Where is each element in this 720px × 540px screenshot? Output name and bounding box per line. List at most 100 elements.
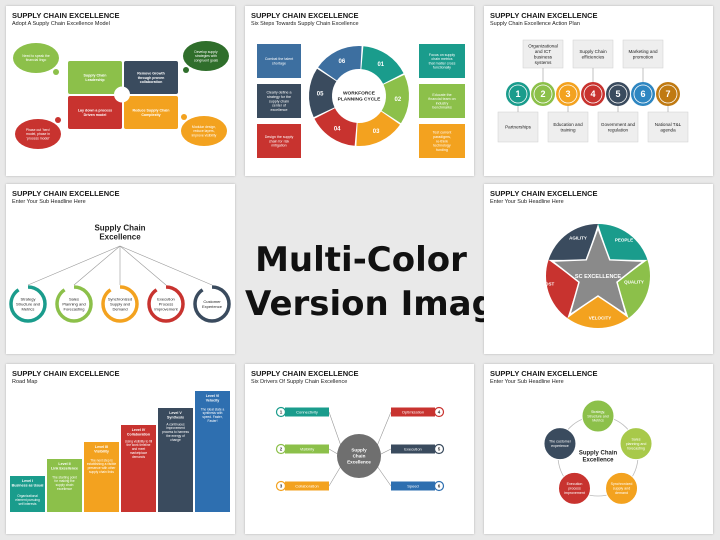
- left-step-box: [257, 124, 301, 158]
- thought-bubble: [13, 43, 59, 73]
- driver-number: 6: [438, 484, 441, 489]
- quadrant-box: [124, 61, 178, 94]
- thought-bubble-dot: [53, 69, 59, 75]
- action-bottom-box: [497, 111, 539, 143]
- slide-title: SUPPLY CHAIN EXCELLENCE: [12, 369, 120, 378]
- number-ring: [633, 84, 653, 104]
- driver-bar: [285, 444, 329, 454]
- slide-title: SUPPLY CHAIN EXCELLENCE: [251, 369, 359, 378]
- pentagon-segment: [598, 224, 648, 260]
- slide-subtitle: Enter Your Sub Headline Here: [490, 379, 564, 385]
- cycle-center: [334, 71, 384, 121]
- action-bottom-label: Partnerships: [505, 125, 531, 130]
- number-label: 1: [515, 89, 520, 99]
- cycle-segment: [309, 68, 337, 118]
- slide-thumbnail-six-drivers[interactable]: SUPPLY CHAIN EXCELLENCE Six Drivers Of S…: [245, 364, 474, 534]
- driver-badge: [433, 480, 445, 492]
- item-ring: [147, 285, 185, 323]
- cycle-segment: [356, 111, 400, 146]
- slide-subtitle: Enter Your Sub Headline Here: [490, 199, 564, 205]
- center-star: [550, 225, 646, 317]
- driver-bar: [285, 407, 329, 417]
- thought-bubble-dot: [55, 117, 61, 123]
- number-label: 3: [565, 89, 570, 99]
- thought-bubble: [183, 41, 229, 71]
- action-bottom-box: [597, 111, 639, 143]
- number-label: 2: [540, 89, 545, 99]
- number-ring: [658, 84, 678, 104]
- slide-thumbnail-cycle[interactable]: SUPPLY CHAIN EXCELLENCE Enter Your Sub H…: [484, 364, 713, 534]
- center-hub: [337, 434, 381, 478]
- driver-number: 2: [280, 447, 283, 452]
- segment-label: AGILITY: [569, 236, 587, 241]
- slide-subtitle: Supply Chain Excellence Action Plan: [490, 21, 580, 27]
- star-center-label: SC EXCELLENCE: [575, 274, 621, 280]
- slide-title: SUPPLY CHAIN EXCELLENCE: [251, 11, 359, 20]
- slide-thumbnail-road-map[interactable]: SUPPLY CHAIN EXCELLENCE Road Map Level I…: [6, 364, 235, 534]
- slide-thumbnail-adopt-model[interactable]: SUPPLY CHAIN EXCELLENCE Adopt A Supply C…: [6, 6, 235, 176]
- driver-label: Optimization: [402, 409, 424, 414]
- slide-thumbnail-star[interactable]: SUPPLY CHAIN EXCELLENCE Enter Your Sub H…: [484, 184, 713, 354]
- quadrant-box: [124, 96, 178, 129]
- cycle-node: [557, 471, 591, 505]
- heading-line-1: Multi-Color: [255, 240, 467, 280]
- item-ring: [101, 285, 139, 323]
- number-label: 6: [640, 89, 645, 99]
- driver-badge: [433, 443, 445, 455]
- road-map-step: [121, 425, 156, 512]
- slide-thumbnail-six-steps[interactable]: SUPPLY CHAIN EXCELLENCE Six Steps Toward…: [245, 6, 474, 176]
- slide-thumbnail-action-plan[interactable]: SUPPLY CHAIN EXCELLENCE Supply Chain Exc…: [484, 6, 713, 176]
- thought-bubble-dot: [183, 67, 189, 73]
- connector-line: [376, 465, 392, 487]
- road-map-step: [84, 442, 119, 512]
- thought-bubble: [181, 116, 227, 146]
- number-circle: [506, 82, 530, 106]
- slide-subtitle: Road Map: [12, 379, 38, 385]
- number-label: 7: [665, 89, 670, 99]
- driver-label: Collaboration: [295, 483, 319, 488]
- number-ring: [533, 84, 553, 104]
- slide-title: SUPPLY CHAIN EXCELLENCE: [490, 369, 598, 378]
- action-top-box: [522, 39, 564, 69]
- step-number: 03: [373, 129, 380, 135]
- slide-thumbnail-hierarchy[interactable]: SUPPLY CHAIN EXCELLENCE Enter Your Sub H…: [6, 184, 235, 354]
- connector-line: [376, 411, 392, 447]
- cycle-node: [543, 427, 577, 461]
- action-bottom-box: [547, 111, 589, 143]
- connector-line: [119, 245, 167, 286]
- driver-number: 1: [280, 410, 283, 415]
- driver-badge: [433, 406, 445, 418]
- driver-number: 5: [438, 447, 441, 452]
- driver-bar: [391, 444, 435, 454]
- segment-label: VELOCITY: [589, 316, 612, 321]
- slide-title: SUPPLY CHAIN EXCELLENCE: [490, 11, 598, 20]
- number-label: 5: [615, 89, 620, 99]
